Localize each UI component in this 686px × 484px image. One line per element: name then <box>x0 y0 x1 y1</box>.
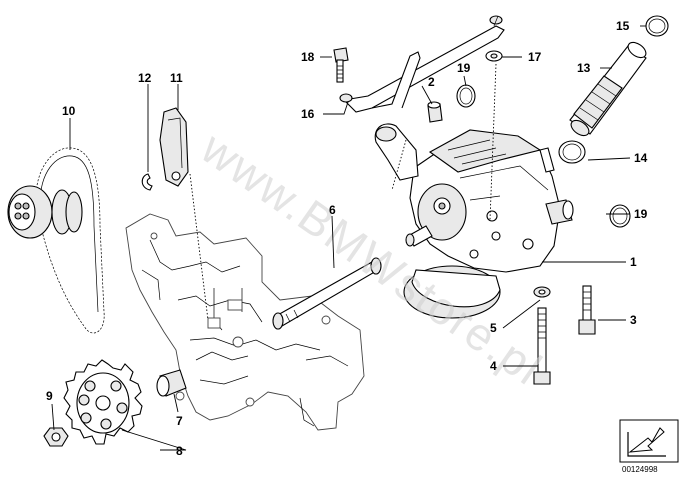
callout-19-upper: 19 <box>457 61 471 75</box>
callout-3: 3 <box>630 313 637 327</box>
callout-labels: 10 12 11 6 7 8 9 18 16 2 19 17 13 15 14 … <box>46 19 648 458</box>
short-bolt <box>578 285 596 335</box>
callout-13: 13 <box>577 61 591 75</box>
engine-block-housing <box>125 213 365 431</box>
chain-guide <box>159 107 189 187</box>
timing-chain <box>35 147 105 334</box>
callout-12: 12 <box>138 71 152 85</box>
callout-9: 9 <box>46 389 53 403</box>
hex-nut <box>43 427 69 447</box>
callout-16: 16 <box>301 107 315 121</box>
washer-5 <box>533 286 551 298</box>
arrow-box-icon <box>627 427 666 457</box>
circlip <box>141 173 153 191</box>
callout-14: 14 <box>634 151 648 165</box>
callout-7: 7 <box>176 414 183 428</box>
washer-17 <box>485 50 503 62</box>
bushing <box>156 369 187 397</box>
callout-15: 15 <box>616 19 630 33</box>
callout-4: 4 <box>490 359 497 373</box>
seal-ring-14 <box>558 140 586 164</box>
callout-11: 11 <box>170 71 183 85</box>
callout-17: 17 <box>528 50 542 64</box>
diagram-id-box: 00124998 <box>619 419 679 474</box>
long-bolt <box>533 307 551 385</box>
callout-8: 8 <box>176 444 183 458</box>
bracket-bolt <box>333 47 349 83</box>
callout-10: 10 <box>62 104 76 118</box>
o-ring-right <box>609 204 631 228</box>
callout-6: 6 <box>329 203 336 217</box>
seal-ring-15 <box>645 15 669 37</box>
o-ring-upper <box>456 84 476 108</box>
callout-18: 18 <box>301 50 315 64</box>
intake-pipe <box>569 41 647 137</box>
callout-2: 2 <box>428 75 435 89</box>
oil-pump-assembly <box>374 123 574 319</box>
support-bracket <box>339 15 505 113</box>
callout-1: 1 <box>630 255 637 269</box>
crankshaft-sprocket <box>7 185 83 239</box>
drive-shaft <box>272 257 382 330</box>
oil-pump-sprocket <box>63 359 143 445</box>
callout-19-right: 19 <box>634 207 648 221</box>
sleeve <box>427 101 443 123</box>
callout-5: 5 <box>490 321 497 335</box>
diagram-id: 00124998 <box>622 465 658 474</box>
leader-lines <box>51 25 646 451</box>
